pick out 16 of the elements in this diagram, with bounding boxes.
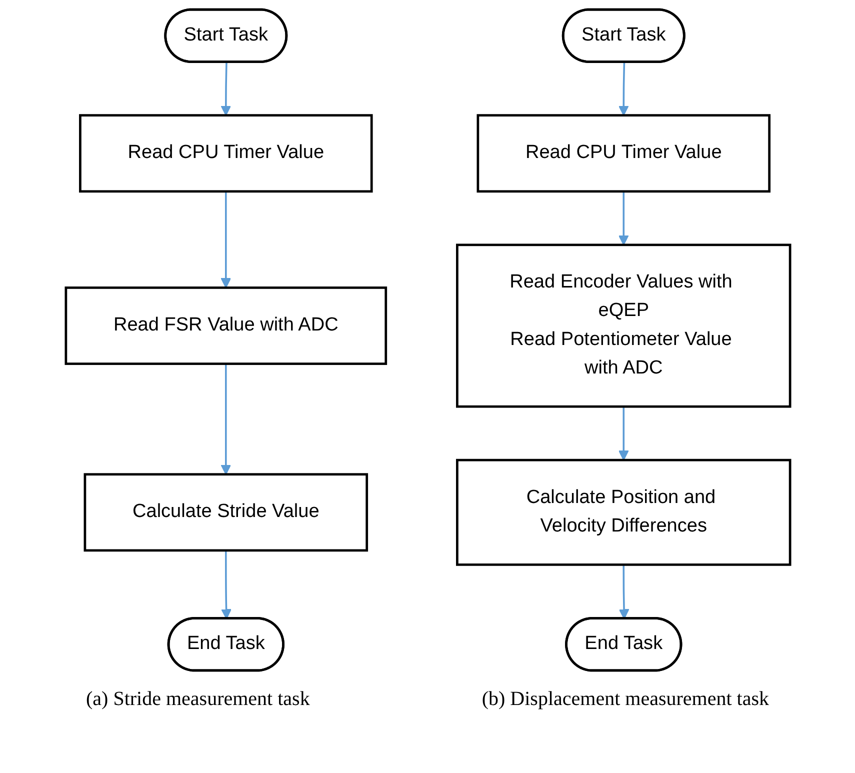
arrow	[618, 62, 628, 116]
node-box: Read CPU Timer Value	[78, 114, 372, 193]
figure-caption: (a) Stride measurement task	[86, 688, 310, 711]
arrow	[220, 550, 232, 620]
arrow	[618, 191, 628, 246]
node-box: Read CPU Timer Value	[476, 114, 770, 193]
arrow	[220, 364, 231, 475]
arrow	[618, 406, 628, 461]
node-box: Calculate Position and Velocity Differences	[456, 458, 791, 566]
node-box: Calculate Stride Value	[83, 473, 368, 552]
figure-caption: (b) Displacement measurement task	[482, 688, 769, 711]
node-box: Read FSR Value with ADC	[64, 286, 387, 365]
arrow	[220, 62, 231, 116]
arrow	[618, 564, 629, 620]
node-box: Read Encoder Values with eQEP Read Potentiometer Value with ADC	[456, 244, 791, 408]
arrow	[220, 191, 231, 288]
